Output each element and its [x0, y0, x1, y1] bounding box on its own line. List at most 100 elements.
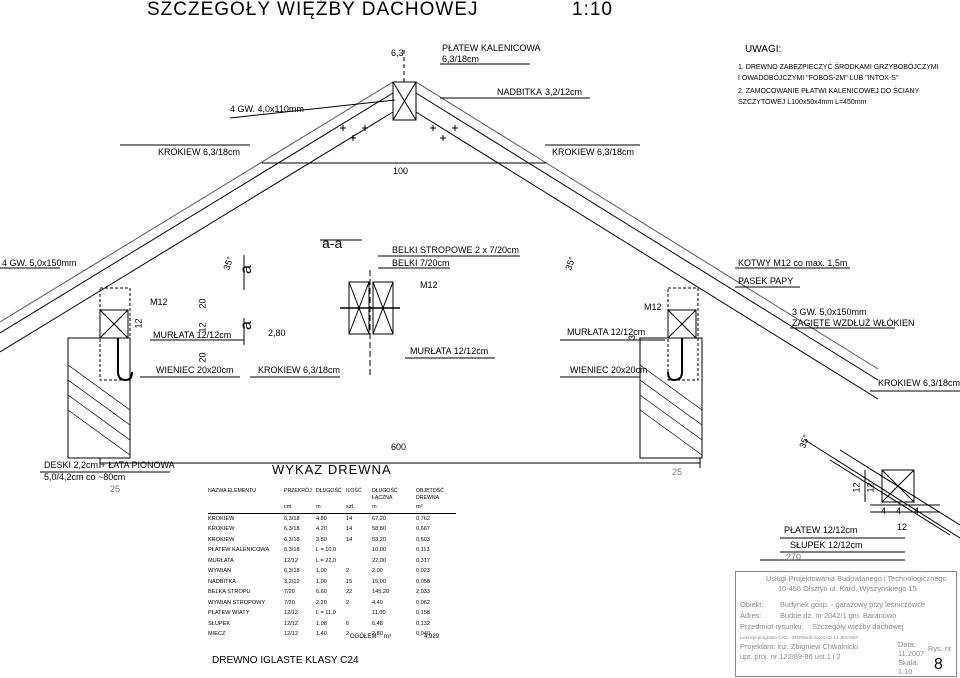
table-cell: 6,3/18 — [284, 547, 300, 554]
table-cell: 0,113 — [416, 547, 430, 554]
table-cell: 0,058 — [416, 578, 430, 585]
label-dim-4b: 4 — [896, 506, 902, 516]
rafter-left-bottom-edge — [0, 111, 394, 353]
title-block: Usługi Projektowania Budowlanego i Techn… — [735, 571, 957, 677]
table-cell: 2 — [346, 599, 350, 606]
table-cell: 22,00 — [372, 557, 386, 564]
tb-object-label: Obiekt: — [740, 600, 764, 609]
table-cell: 14 — [346, 536, 353, 543]
table-cell: 2,20 — [316, 599, 327, 606]
label-ring-beam-left: WIENIEC 20x20cm — [156, 365, 234, 375]
purlin-12 — [881, 469, 915, 503]
table-cell: 12/12 — [284, 631, 298, 638]
table-cell: 6,3/18 — [284, 526, 300, 533]
total-unit: m³ — [384, 634, 391, 640]
table-cell: WYMIAN — [208, 568, 231, 575]
label-dim-600: 600 — [391, 442, 407, 452]
notes-line-2: I OWADOBÓJCZYMI "FOBOS-2M" LUB "INTOX-S" — [738, 75, 899, 82]
table-cell: 6 — [346, 620, 350, 627]
total-label: OGÓŁEM — [350, 634, 377, 640]
label-section-a-left: a — [237, 265, 255, 274]
notes-line-1: 1. DREWNO ZABEZPIECZYĆ ŚRODKAMI GRZYBOBÓ… — [738, 64, 939, 71]
table-cell: 0,132 — [416, 620, 430, 627]
table-cell: 1,00 — [316, 568, 327, 575]
table-cell: 7/20 — [284, 589, 295, 596]
label-dim-4c: 4 — [914, 506, 920, 516]
anchor-hook-left — [117, 338, 133, 382]
label-rafter-left: KROKIEW 6,3/18cm — [158, 147, 241, 157]
anchor-hook-right — [667, 338, 683, 382]
table-cell: PŁATEW KALENICOWA — [208, 547, 270, 554]
table-cell — [346, 556, 372, 567]
table-cell: 10,00 — [372, 547, 386, 554]
table-cell: MIECZ — [208, 631, 226, 638]
table-cell: 53,20 — [372, 536, 386, 543]
table-cell: 0,317 — [416, 557, 430, 564]
label-purlin-12: PŁATEW 12/12cm — [784, 525, 858, 535]
drawing-scale: 1:10 — [572, 0, 613, 20]
table-cell: 6,60 — [316, 589, 327, 596]
label-section-aa: a-a — [322, 235, 343, 251]
label-nails-3gw: 3 GW. 5,0x150mm — [792, 307, 867, 317]
table-cell: 1,08 — [316, 620, 327, 627]
table-cell: PŁATEW WIATY — [208, 610, 250, 617]
roof-boarding-right — [415, 81, 879, 370]
label-ridge-purlin: PŁATEW KALENICOWA — [442, 43, 541, 53]
table-cell: 3,80 — [316, 536, 327, 543]
th-total-length: DŁUGOŚĆ ŁĄCZNA — [372, 488, 398, 501]
label-dim-280: 2,80 — [268, 328, 286, 338]
label-dim-63: 6,3 — [391, 48, 404, 58]
th-section: PRZEKRÓJ — [284, 488, 312, 494]
table-cell: 2,00 — [372, 568, 383, 575]
table-cell: L = 22,0 — [316, 557, 337, 564]
label-ring-beam-right: WIENIEC 20x20cm — [570, 365, 648, 375]
unit-0 — [208, 502, 284, 513]
table-cell: WYMIAN STROPOWY — [208, 599, 266, 606]
unit-5: m³ — [416, 504, 423, 511]
label-wall-plate-center: MURŁATA 12/12cm — [410, 346, 489, 356]
table-cell: 11,00 — [372, 610, 386, 617]
wall-left — [67, 337, 131, 459]
label-ceiling-joists: BELKI STROPOWE 2 x 7/20cm — [392, 245, 520, 255]
table-cell: 1,00 — [316, 578, 327, 585]
label-wall-plate-left: MURŁATA 12/12cm — [153, 330, 232, 340]
label-dim-25-left: 25 — [110, 484, 121, 494]
label-boards: DESKI 2,2cm + ŁATA PIONOWA — [44, 460, 175, 470]
page-title: SZCZEGÓŁY WIĘŹBY DACHOWEJ — [147, 0, 479, 20]
table-cell: 0,667 — [416, 526, 430, 533]
label-wall-plate-right: MURŁATA 12/12cm — [567, 327, 646, 337]
label-dim-20b: 20 — [197, 352, 208, 363]
table-cell: 58,80 — [372, 526, 386, 533]
label-dim-20a: 20 — [197, 298, 208, 309]
th-volume: OBJĘTOŚĆ DREWNA — [416, 488, 444, 501]
notes-line-3: 2. ZAMOCOWANIE PŁATWI KALENICOWEJ DO ŚCI… — [738, 88, 920, 95]
table-cell: 6,48 — [372, 620, 383, 627]
table-cell: 0,158 — [416, 610, 430, 617]
table-cell: 7/20 — [284, 599, 295, 606]
th-qty: ILOŚĆ — [346, 488, 362, 494]
table-cell: 6,3/18 — [284, 568, 300, 575]
label-m12-right: M12 — [644, 302, 662, 312]
unit-1: cm — [284, 504, 292, 511]
tb-license: Licencja programu CAD...INTERsoft AutoCA… — [740, 635, 859, 640]
label-dim-25-right: 25 — [672, 467, 683, 477]
table-cell: 2,033 — [416, 589, 430, 596]
table-cell: 0,762 — [416, 512, 456, 524]
label-anchors: KOTWY M12 co max. 1,5m — [738, 258, 848, 268]
label-dim-4a: 4 — [881, 506, 887, 516]
table-cell: L = 11,0 — [316, 610, 336, 617]
label-post-12: SŁUPEK 12/12cm — [790, 540, 863, 550]
label-rafter-right: KROKIEW 6,3/18cm — [552, 147, 635, 157]
table-cell: 22 — [346, 589, 353, 596]
timber-table: NAZWA ELEMENTU PRZEKRÓJ DŁUGOŚĆ ILOŚĆ DŁ… — [208, 488, 456, 640]
timber-table-title: WYKAZ DREWNA — [272, 462, 392, 477]
table-cell: 12/12 — [284, 557, 298, 564]
tb-scale-label: Skala: — [898, 658, 919, 667]
tb-drawing-no: 8 — [934, 656, 943, 673]
